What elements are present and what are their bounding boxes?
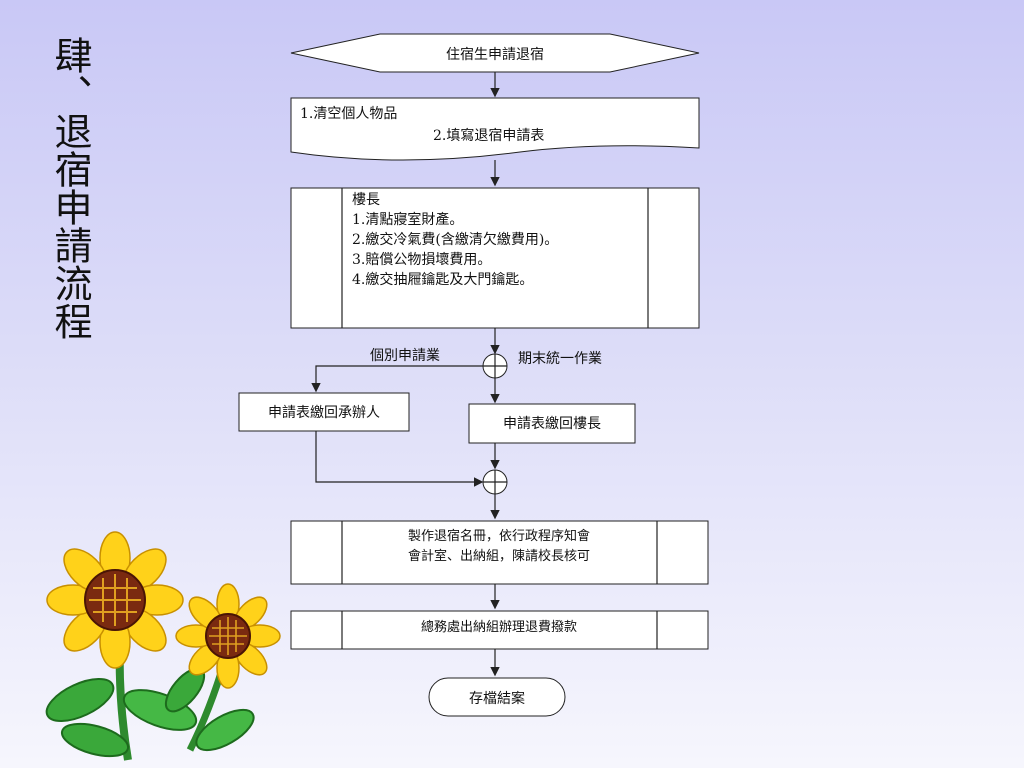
arrow-left-branch <box>311 365 483 393</box>
branch-right-label: 期末統一作業 <box>518 351 602 367</box>
left-box: 申請表繳回承辦人 <box>238 392 410 432</box>
step1-line1: 1.清空個人物品 <box>300 106 397 122</box>
step3-line2: 會計室、出納組，陳請校長核可 <box>408 548 590 564</box>
start-node: 住宿生申請退宿 <box>290 33 700 73</box>
step2-line-3: 3.賠償公物損壞費用。 <box>352 252 491 268</box>
right-box-label: 申請表繳回樓長 <box>503 416 601 432</box>
step1-document: 1.清空個人物品 2.填寫退宿申請表 <box>290 97 700 161</box>
junction-1 <box>482 353 508 379</box>
slide-title: 肆、退宿申請流程 <box>48 36 92 340</box>
step4-process: 總務處出納組辦理退費撥款 <box>290 610 709 650</box>
end-label: 存檔結案 <box>469 690 525 707</box>
junction-2 <box>482 469 508 495</box>
step4-label: 總務處出納組辦理退費撥款 <box>421 619 577 635</box>
right-box: 申請表繳回樓長 <box>468 403 636 444</box>
left-box-label: 申請表繳回承辦人 <box>268 405 380 421</box>
sunflower-illustration <box>45 531 281 761</box>
step2-line-0: 樓長 <box>352 192 380 208</box>
step3-process: 製作退宿名冊，依行政程序知會 會計室、出納組，陳請校長核可 <box>290 520 709 585</box>
arrow-left-to-junction2 <box>315 431 484 487</box>
step2-line-1: 1.清點寢室財產。 <box>352 211 463 228</box>
step3-line1: 製作退宿名冊，依行政程序知會 <box>408 528 590 544</box>
branch-left-label: 個別申請業 <box>370 348 440 364</box>
step2-line-4: 4.繳交抽屜鑰匙及大門鑰匙。 <box>352 271 533 288</box>
end-node: 存檔結案 <box>428 677 566 717</box>
step1-line2: 2.填寫退宿申請表 <box>433 127 544 144</box>
step2-line-2: 2.繳交冷氣費(含繳清欠繳費用)。 <box>352 231 558 248</box>
step2-process: 樓長 1.清點寢室財產。 2.繳交冷氣費(含繳清欠繳費用)。 3.賠償公物損壞費… <box>290 187 700 329</box>
start-label: 住宿生申請退宿 <box>446 46 544 63</box>
